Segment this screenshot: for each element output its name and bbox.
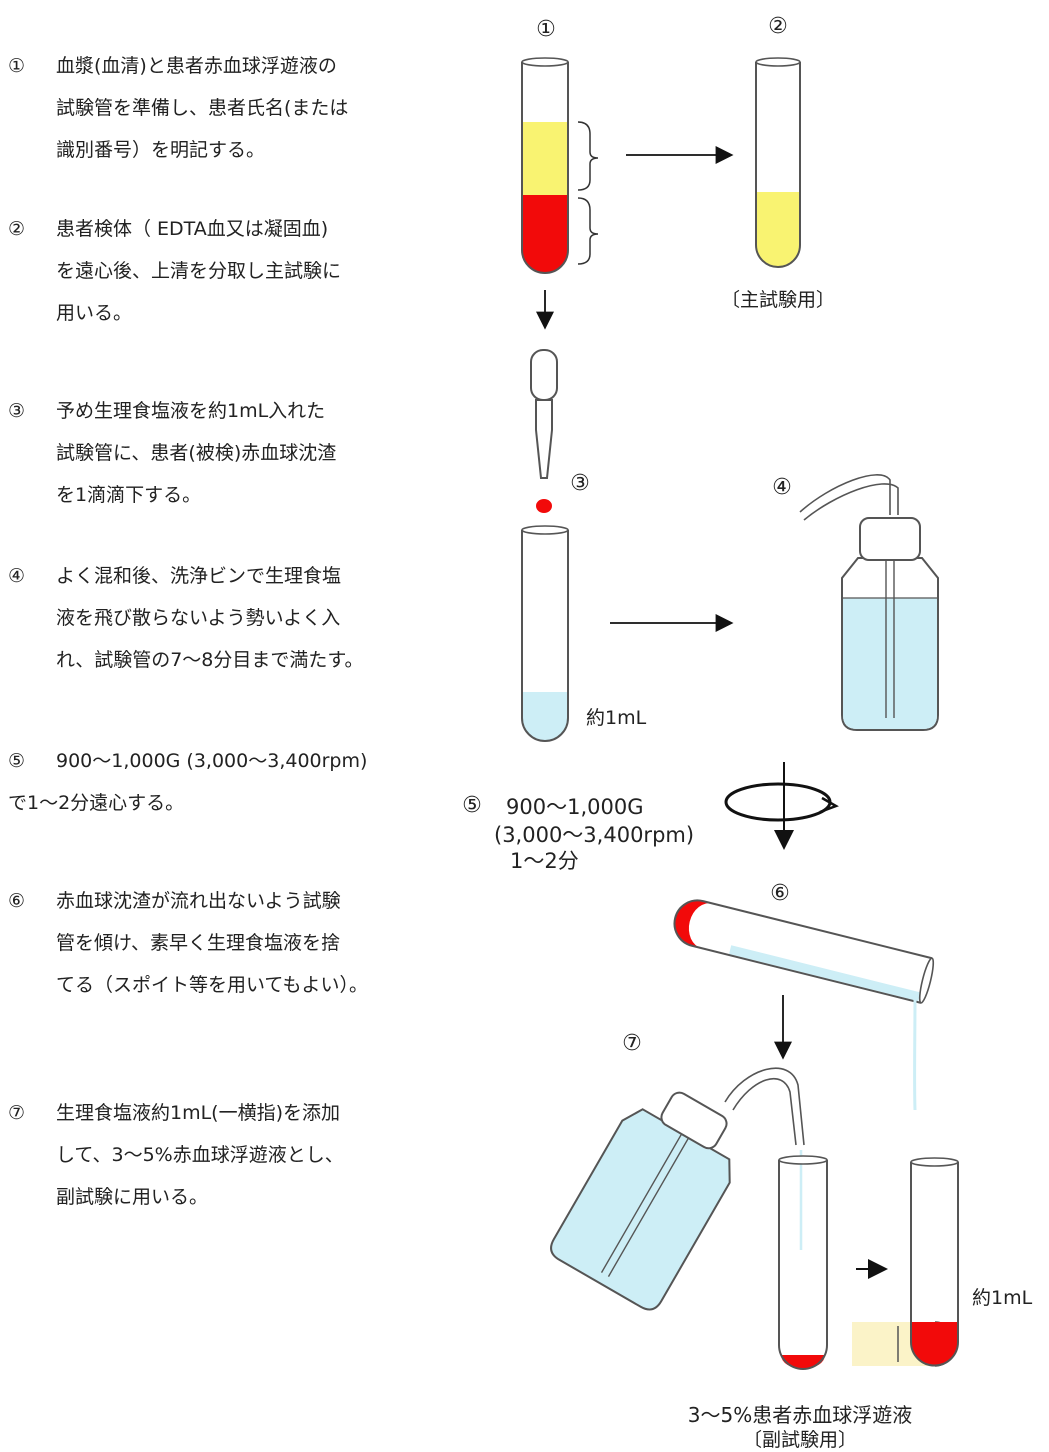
approx-1ml-final-label: 約1mL xyxy=(972,1287,1033,1309)
centrifuge-time: 1～2分 xyxy=(510,849,579,873)
bottle-nozzle xyxy=(732,1077,797,1146)
tilted-wash-bottle-icon xyxy=(550,1091,731,1311)
step-number: ① xyxy=(8,55,26,77)
step-number: ⑥ xyxy=(8,890,26,912)
step-text-line: 赤血球沈渣が流れ出ないよう試験 xyxy=(56,890,341,912)
step-number: ② xyxy=(8,218,26,240)
blood-drop xyxy=(536,499,552,513)
wash-bottle-icon xyxy=(799,474,939,731)
rotation-icon xyxy=(724,762,839,850)
bottle-nozzle xyxy=(724,1067,805,1146)
step-text-line: 用いる。 xyxy=(56,302,133,324)
marker-4: ④ xyxy=(772,475,792,500)
step-text-line: 液を飛び散らないよう勢いよく入 xyxy=(56,607,341,629)
sub-test-label: 〔副試験用〕 xyxy=(743,1429,857,1451)
main-test-label: 〔主試験用〕 xyxy=(721,289,835,311)
step-text-line: で1～2分遠心する。 xyxy=(8,792,185,814)
step-text-line: 血漿(血清)と患者赤血球浮遊液の xyxy=(56,55,337,77)
step-text-line: 900～1,000G (3,000～3,400rpm) xyxy=(56,750,368,772)
marker-5: ⑤ xyxy=(462,793,482,818)
step-number: ⑦ xyxy=(8,1102,26,1124)
step-text-line: よく混和後、洗浄ビンで生理食塩 xyxy=(56,565,342,587)
step-number: ⑤ xyxy=(8,750,26,772)
step-number: ③ xyxy=(8,400,26,422)
step-text-line: 識別番号）を明記する。 xyxy=(56,139,266,161)
plasma-brace xyxy=(577,121,599,191)
plasma-tube xyxy=(755,57,801,268)
step-text-line: を1滴滴下する。 xyxy=(56,484,202,506)
saline-tube xyxy=(521,525,569,742)
cell-suspension-tube xyxy=(910,1157,959,1367)
pipette-icon xyxy=(530,349,558,479)
suspension-label: 3～5%患者赤血球浮遊液 xyxy=(688,1403,912,1427)
marker-2: ② xyxy=(768,14,788,39)
step-text-line: 管を傾け、素早く生理食塩液を捨 xyxy=(56,932,341,954)
step-text-line: 試験管に、患者(被検)赤血球沈渣 xyxy=(56,442,337,464)
marker-1: ① xyxy=(536,17,556,42)
separated-blood-tube xyxy=(521,57,569,274)
step-text-line: れ、試験管の7～8分目まで満たす。 xyxy=(56,649,364,671)
washed-cells-tube xyxy=(778,1155,828,1370)
step-text-line: 試験管を準備し、患者氏名(または xyxy=(56,97,349,119)
approx-1ml-label: 約1mL xyxy=(586,707,647,729)
centrifuge-rpm: (3,000～3,400rpm) xyxy=(494,823,694,847)
marker-3: ③ xyxy=(570,471,590,496)
step-text-line: 生理食塩液約1mL(一横指)を添加 xyxy=(56,1102,341,1124)
step-text-line: して、3～5%赤血球浮遊液とし、 xyxy=(56,1144,344,1166)
step-text-line: てる（スポイト等を用いてもよい）。 xyxy=(56,974,368,996)
step-number: ④ xyxy=(8,565,26,587)
marker-6: ⑥ xyxy=(770,881,790,906)
centrifuge-speed: 900～1,000G xyxy=(506,795,643,819)
tilted-tube xyxy=(673,899,935,1004)
step-text-line: 予め生理食塩液を約1mL入れた xyxy=(56,400,326,422)
step-text-line: 患者検体（ EDTA血又は凝固血) xyxy=(56,218,329,240)
step-text-line: を遠心後、上清を分取し主試験に xyxy=(56,260,342,282)
cells-brace xyxy=(577,197,599,265)
step-text-line: 副試験に用いる。 xyxy=(56,1186,209,1208)
marker-7: ⑦ xyxy=(622,1031,642,1056)
